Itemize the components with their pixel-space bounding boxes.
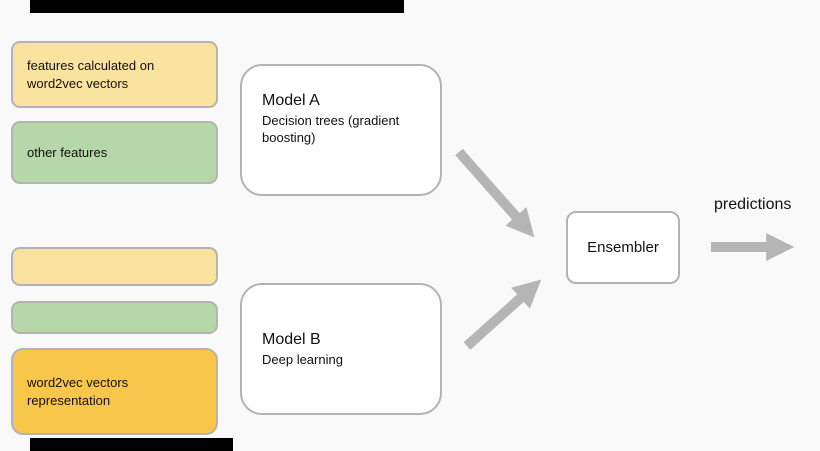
model-b-subtitle: Deep learning (262, 352, 343, 367)
model-b-box: Model B Deep learning (240, 283, 442, 415)
model-a-box: Model A Decision trees (gradient boostin… (240, 64, 442, 196)
input-box-other-features-label: other features (27, 144, 108, 160)
model-a-subtitle: Decision trees (gradient boosting) (262, 113, 400, 145)
input-box-word2vec-features-label: features calculated on word2vec vectors (27, 57, 155, 91)
top-black-bar (30, 0, 404, 13)
model-b-title: Model B (262, 331, 321, 348)
input-box-empty-yellow (11, 247, 218, 286)
input-box-word2vec-features: features calculated on word2vec vectors (11, 41, 218, 108)
arrow-model-a-to-ensembler (455, 148, 535, 238)
ensembler-box: Ensembler (566, 211, 680, 284)
model-a-title: Model A (262, 92, 320, 109)
input-box-word2vec-representation: word2vec vectors representation (11, 348, 218, 435)
input-box-other-features: other features (11, 121, 218, 184)
input-box-word2vec-representation-label: word2vec vectors representation (27, 374, 129, 408)
ensembler-label: Ensembler (587, 239, 659, 256)
input-box-empty-green (11, 301, 218, 334)
arrow-model-b-to-ensembler (463, 279, 542, 350)
model-a-content: Model A Decision trees (gradient boostin… (262, 92, 420, 147)
predictions-label: predictions (714, 196, 792, 213)
bottom-black-bar (30, 438, 233, 451)
model-b-content: Model B Deep learning (262, 331, 420, 369)
